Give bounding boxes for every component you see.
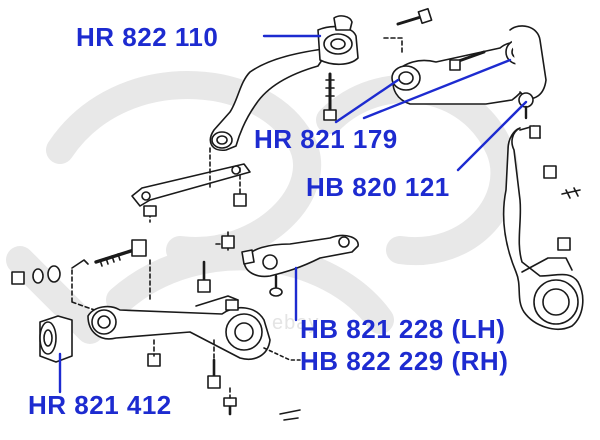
- lower-ball-joint: [241, 234, 359, 297]
- watermark-text: ebay: [272, 312, 320, 334]
- upper-a-arm-bolt: [449, 50, 486, 71]
- steering-knuckle: [502, 125, 584, 330]
- washer-shims: [279, 409, 301, 421]
- callout-upper-arm-bushings: HR 821 179: [254, 124, 398, 154]
- ball-joint-nut: [221, 235, 235, 249]
- leader-upper-arm-bushings-a: [334, 78, 400, 124]
- left-fastener-stack: [11, 239, 147, 285]
- lower-control-arm: [87, 295, 271, 360]
- dashed-guide: [383, 37, 403, 55]
- upper-bolt: [396, 7, 433, 26]
- callout-lower-bushing: HR 821 412: [28, 390, 172, 420]
- knuckle-fasteners: [529, 125, 581, 251]
- callout-upper-ball-joint: HB 820 121: [306, 172, 450, 202]
- bracket-nut: [233, 193, 247, 207]
- lower-bushing: [39, 315, 73, 363]
- leader-upper-arm-bushings-b: [362, 58, 512, 120]
- callout-lower-ball-joint-lh: HB 821 228 (LH): [300, 314, 506, 344]
- stabilizer-bracket: [131, 163, 251, 223]
- line-art: [11, 7, 584, 421]
- upper-control-arm-left: [209, 15, 359, 152]
- vertical-bolt: [323, 72, 337, 121]
- upper-a-arm: [391, 25, 547, 120]
- watermark-logo-icon: [6, 71, 519, 344]
- callout-upper-bushing: HR 822 110: [76, 22, 219, 52]
- callout-lower-ball-joint-rh: HB 822 229 (RH): [300, 346, 509, 376]
- dashed-guide: [209, 147, 241, 197]
- leader-upper-ball-joint: [456, 100, 528, 172]
- callout-leaders: [58, 34, 528, 394]
- dashed-guide: [153, 339, 231, 399]
- dashed-guide: [263, 347, 301, 361]
